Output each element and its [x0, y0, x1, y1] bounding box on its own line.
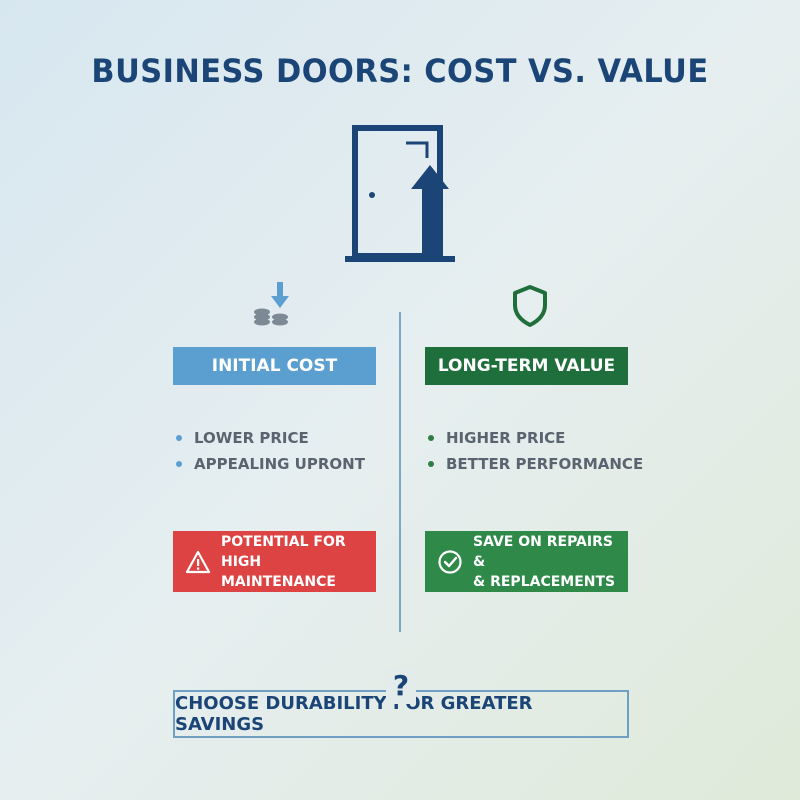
point-text: APPEALING UPRONT	[194, 455, 365, 473]
long-term-value-points: HIGHER PRICE BETTER PERFORMANCE	[428, 425, 643, 477]
callout-line: POTENTIAL FOR HIGH	[221, 533, 346, 570]
page-title: BUSINESS DOORS: COST VS. VALUE	[91, 52, 709, 90]
conclusion-text: CHOOSE DURABILITY FOR GREATER SAVINGS	[175, 693, 533, 735]
callout-text: SAVE ON REPAIRS & & REPLACEMENTS	[473, 532, 628, 592]
point-text: HIGHER PRICE	[446, 429, 566, 447]
initial-cost-header: INITIAL COST	[173, 347, 376, 385]
conclusion-box: CHOOSE DURABILITY FOR GREATER SAVINGS	[173, 690, 629, 738]
question-mark-icon: ?	[386, 668, 416, 704]
point-text: BETTER PERFORMANCE	[446, 455, 644, 473]
list-item: HIGHER PRICE	[428, 425, 643, 451]
shield-icon	[513, 285, 547, 327]
callout-line: SAVE ON REPAIRS &	[473, 533, 613, 570]
door-with-up-arrow-icon	[345, 125, 455, 262]
list-item: APPEALING UPRONT	[176, 451, 365, 477]
bullet-dot	[176, 461, 182, 467]
list-item: BETTER PERFORMANCE	[428, 451, 643, 477]
callout-line: & REPLACEMENTS	[473, 573, 616, 590]
initial-cost-points: LOWER PRICE APPEALING UPRONT	[176, 425, 365, 477]
savings-callout: SAVE ON REPAIRS & & REPLACEMENTS	[425, 531, 628, 592]
maintenance-warning-callout: POTENTIAL FOR HIGH MAINTENANCE	[173, 531, 376, 592]
bullet-dot	[176, 435, 182, 441]
check-circle-icon	[438, 549, 462, 574]
list-item: LOWER PRICE	[176, 425, 365, 451]
warning-triangle-icon	[185, 550, 211, 573]
point-text: LOWER PRICE	[194, 429, 309, 447]
callout-line: MAINTENANCE	[221, 573, 336, 590]
bullet-dot	[428, 435, 434, 441]
coins-down-arrow-icon	[254, 282, 289, 326]
column-divider	[399, 312, 401, 632]
callout-text: POTENTIAL FOR HIGH MAINTENANCE	[221, 532, 376, 592]
long-term-value-header: LONG-TERM VALUE	[425, 347, 628, 385]
bullet-dot	[428, 461, 434, 467]
